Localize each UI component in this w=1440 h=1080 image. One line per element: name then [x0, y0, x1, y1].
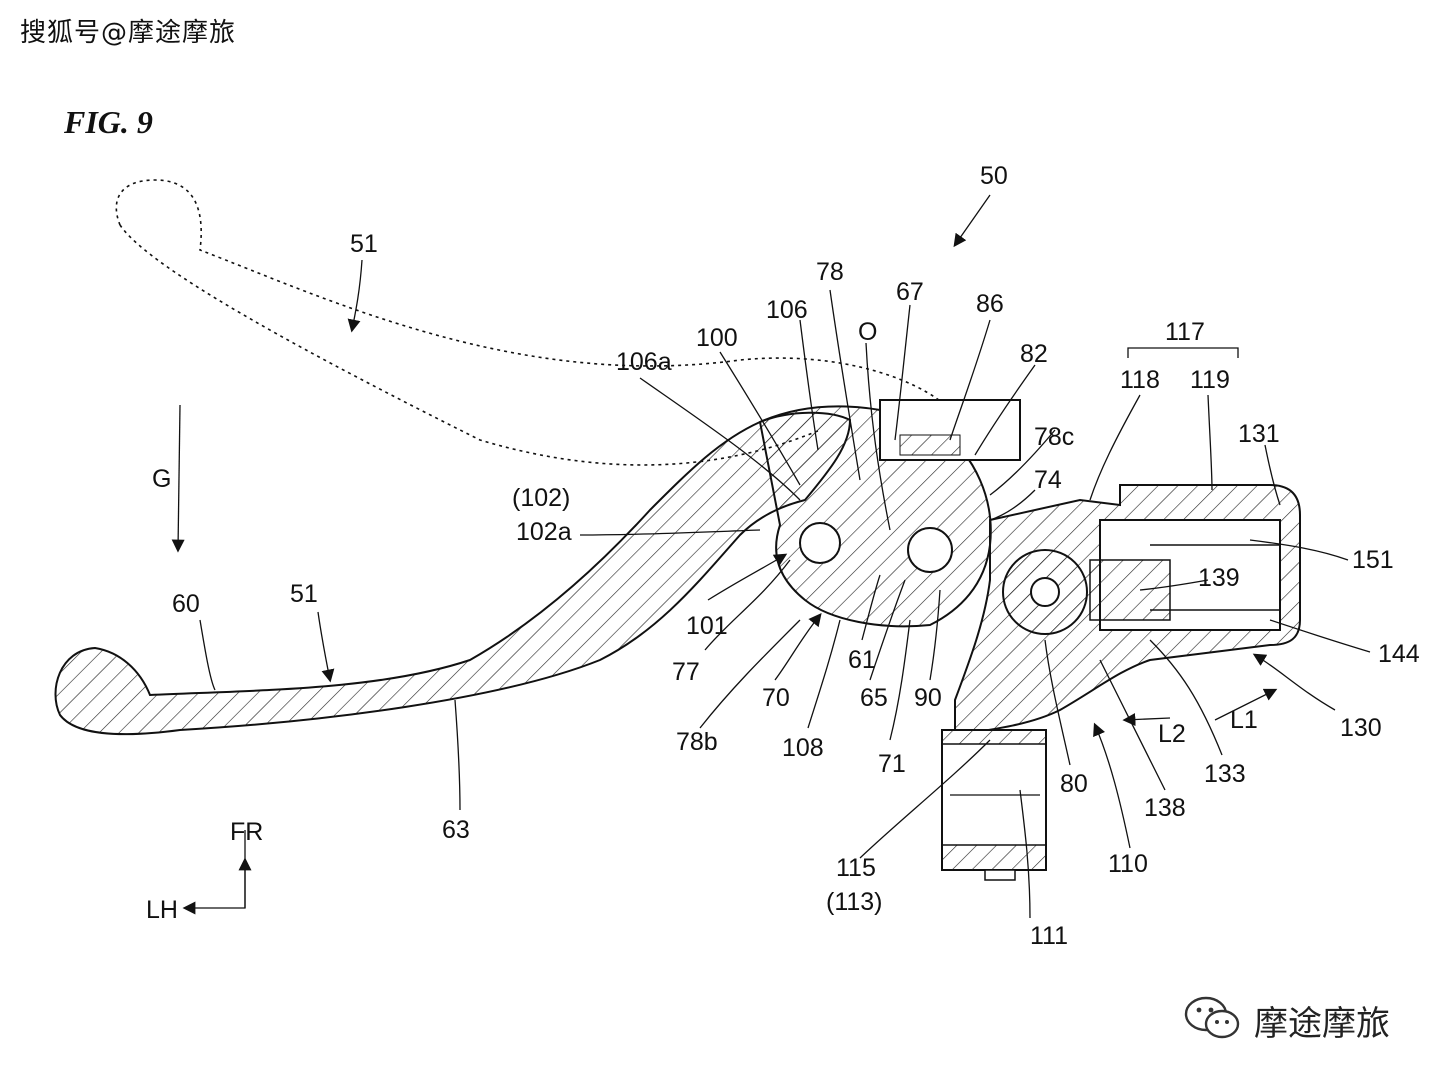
label-113p: (113) — [826, 888, 883, 916]
label-108: 108 — [782, 734, 824, 762]
label-O: O — [858, 318, 877, 346]
label-70: 70 — [762, 684, 790, 712]
label-102a: 102a — [516, 518, 572, 546]
label-110: 110 — [1108, 850, 1148, 878]
label-L2: L2 — [1158, 720, 1186, 748]
label-151: 151 — [1352, 546, 1394, 574]
label-106a: 106a — [616, 348, 672, 376]
label-50: 50 — [980, 162, 1008, 190]
label-63: 63 — [442, 816, 470, 844]
label-133: 133 — [1204, 760, 1246, 788]
label-138: 138 — [1144, 794, 1186, 822]
label-101: 101 — [686, 612, 728, 640]
leader-lines — [171, 194, 1371, 919]
main-pivot-pin — [907, 527, 953, 573]
label-71: 71 — [878, 750, 906, 778]
label-130: 130 — [1340, 714, 1382, 742]
label-78: 78 — [816, 258, 844, 286]
label-102p: (102) — [512, 484, 570, 512]
label-82: 82 — [1020, 340, 1048, 368]
bottom-watermark: 摩途摩旅 — [1184, 994, 1390, 1047]
label-61: 61 — [848, 646, 876, 674]
label-FR: FR — [230, 818, 263, 846]
lever-dashed-outline — [115, 179, 961, 421]
label-L1: L1 — [1230, 706, 1258, 734]
label-78c: 78c — [1034, 423, 1074, 451]
label-80: 80 — [1060, 770, 1088, 798]
label-106: 106 — [766, 296, 808, 324]
hinge-bolt-hole — [1030, 577, 1060, 607]
label-51-bottom: 51 — [290, 580, 318, 608]
label-65: 65 — [860, 684, 888, 712]
piston — [1089, 559, 1171, 621]
wechat-icon — [1184, 994, 1244, 1047]
top-watermark: 搜狐号@摩途摩旅 — [20, 18, 237, 48]
figure-title: FIG. 9 — [64, 104, 153, 140]
label-G: G — [152, 465, 171, 493]
label-67: 67 — [896, 278, 924, 306]
label-60: 60 — [172, 590, 200, 618]
lever-main-body — [54, 411, 852, 736]
label-131: 131 — [1238, 420, 1280, 448]
label-111: 111 — [1030, 922, 1068, 950]
label-115: 115 — [836, 854, 876, 882]
label-78b: 78b — [676, 728, 718, 756]
reference-labels: 50 51 G 60 51 63 106a 100 106 78 O 67 86… — [146, 162, 1420, 950]
label-119: 119 — [1190, 366, 1230, 394]
label-100: 100 — [696, 324, 738, 352]
label-77: 77 — [672, 658, 700, 686]
label-LH: LH — [146, 896, 178, 924]
label-144: 144 — [1378, 640, 1420, 668]
label-139: 139 — [1198, 564, 1240, 592]
label-51-top: 51 — [350, 230, 378, 258]
bottom-watermark-text: 摩途摩旅 — [1254, 1004, 1390, 1044]
label-118: 118 — [1120, 366, 1160, 394]
label-90: 90 — [914, 684, 942, 712]
label-117: 117 — [1165, 318, 1205, 346]
label-74: 74 — [1034, 466, 1062, 494]
label-86: 86 — [976, 290, 1004, 318]
adjuster-pivot — [799, 522, 841, 564]
